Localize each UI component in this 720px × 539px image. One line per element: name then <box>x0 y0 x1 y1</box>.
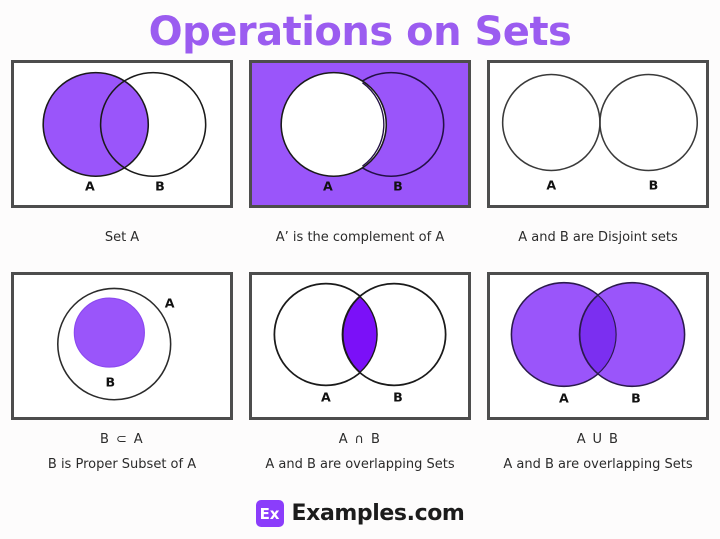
examples-logo-text: Examples.com <box>291 501 465 526</box>
venn-svg-intersection: A B <box>273 282 447 405</box>
diagram-caption-complement-a: A’ is the complement of A <box>275 230 445 245</box>
venn-svg-proper-subset: A B <box>57 287 175 401</box>
venn-label-b: B <box>106 374 116 389</box>
venn-label-a: A <box>559 391 569 406</box>
diagram-cell-union: A B A U B A and B are overlapping Sets <box>484 272 712 472</box>
diagram-cell-intersection: A B A ∩ B A and B are overlapping Sets <box>246 272 474 472</box>
venn-label-a: A <box>323 179 333 194</box>
venn-label-a: A <box>546 178 556 193</box>
circle-a <box>501 73 601 172</box>
venn-label-b: B <box>393 390 403 405</box>
diagram-cell-proper-subset: A B B ⊂ A B is Proper Subset of A <box>8 272 236 472</box>
venn-svg-disjoint-sets: A B <box>501 73 699 193</box>
venn-label-a: A <box>85 179 95 194</box>
diagram-formula-proper-subset: B ⊂ A <box>100 432 144 447</box>
venn-panel-proper-subset: A B <box>11 272 233 420</box>
diagram-caption-set-a: Set A <box>104 230 140 245</box>
venn-svg-union: A B <box>510 281 686 406</box>
diagram-formula-intersection: A ∩ B <box>338 432 382 447</box>
circle-b <box>599 73 699 172</box>
venn-label-b: B <box>649 178 659 193</box>
venn-label-a: A <box>165 296 175 311</box>
circle-a <box>42 71 150 177</box>
diagram-caption-proper-subset: B is Proper Subset of A <box>47 457 197 472</box>
diagram-cell-disjoint-sets: A B A and B are Disjoint sets <box>484 60 712 245</box>
intersection-region <box>342 295 378 374</box>
circle-b <box>73 297 145 368</box>
diagram-caption-union: A and B are overlapping Sets <box>503 457 693 472</box>
diagram-caption-disjoint-sets: A and B are Disjoint sets <box>518 230 678 245</box>
venn-label-b: B <box>155 179 165 194</box>
venn-svg-set-a: A B <box>42 71 207 194</box>
venn-panel-disjoint-sets: A B <box>487 60 709 208</box>
lens-outline <box>362 82 385 167</box>
venn-panel-intersection: A B <box>249 272 471 420</box>
venn-panel-complement-a: A B <box>249 60 471 208</box>
page-title: Operations on Sets <box>148 9 572 55</box>
circle-a <box>57 287 172 401</box>
venn-label-b: B <box>393 179 403 194</box>
venn-panel-union: A B <box>487 272 709 420</box>
intersection-region <box>579 294 617 375</box>
circle-b <box>99 71 207 177</box>
diagram-cell-set-a: A B Set A <box>8 60 236 245</box>
examples-logo-icon: Ex <box>255 500 284 527</box>
diagram-cell-complement-a: A B A’ is the complement of A <box>246 60 474 245</box>
venn-label-b: B <box>631 391 641 406</box>
venn-svg-complement-a: A B <box>280 71 445 194</box>
venn-label-a: A <box>321 390 331 405</box>
footer-branding: Ex Examples.com <box>0 500 720 527</box>
circle-a <box>280 71 388 177</box>
diagram-formula-union: A U B <box>576 432 620 447</box>
diagram-caption-intersection: A and B are overlapping Sets <box>265 457 455 472</box>
venn-panel-set-a: A B <box>11 60 233 208</box>
